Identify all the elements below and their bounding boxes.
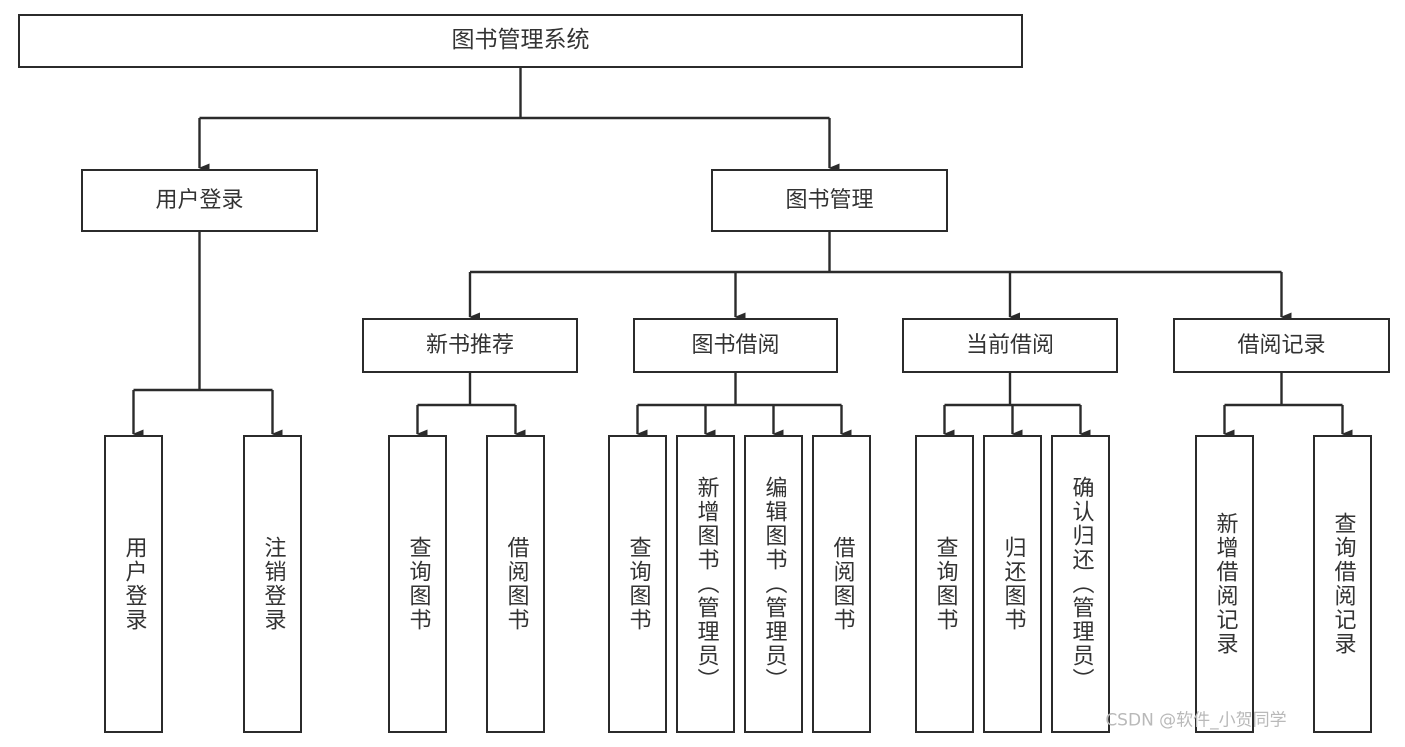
node-leaf-add-record[interactable]: 新增借阅记录 xyxy=(1195,435,1254,733)
node-root[interactable]: 图书管理系统 xyxy=(18,14,1023,68)
node-leaf-query-record[interactable]: 查询借阅记录 xyxy=(1313,435,1372,733)
node-label-leaf-add-book: 新增图书（管理员） xyxy=(693,476,719,692)
node-label-leaf-query-book-2: 查询图书 xyxy=(625,536,651,632)
node-label-leaf-query-book-3: 查询图书 xyxy=(932,536,958,632)
node-book-manage[interactable]: 图书管理 xyxy=(711,169,948,232)
node-label-leaf-return-book: 归还图书 xyxy=(1000,536,1026,632)
node-label-new-book-rec: 新书推荐 xyxy=(425,332,514,358)
node-label-book-manage: 图书管理 xyxy=(785,187,874,213)
node-leaf-return-book[interactable]: 归还图书 xyxy=(983,435,1042,733)
node-label-leaf-query-book-1: 查询图书 xyxy=(405,536,431,632)
node-label-leaf-query-record: 查询借阅记录 xyxy=(1330,512,1356,656)
edge-group xyxy=(132,68,1353,439)
node-label-leaf-edit-book: 编辑图书（管理员） xyxy=(761,476,787,692)
node-label-leaf-borrow-book-1: 借阅图书 xyxy=(503,536,529,632)
node-label-leaf-add-record: 新增借阅记录 xyxy=(1212,512,1238,656)
node-label-user-login: 用户登录 xyxy=(155,187,244,213)
node-leaf-query-book-3[interactable]: 查询图书 xyxy=(915,435,974,733)
node-user-login[interactable]: 用户登录 xyxy=(81,169,318,232)
node-leaf-edit-book[interactable]: 编辑图书（管理员） xyxy=(744,435,803,733)
node-label-leaf-confirm-return: 确认归还（管理员） xyxy=(1068,476,1094,692)
node-new-book-rec[interactable]: 新书推荐 xyxy=(362,318,578,373)
node-borrow-record[interactable]: 借阅记录 xyxy=(1173,318,1390,373)
node-book-borrow[interactable]: 图书借阅 xyxy=(633,318,838,373)
node-leaf-borrow-book-1[interactable]: 借阅图书 xyxy=(486,435,545,733)
node-leaf-add-book[interactable]: 新增图书（管理员） xyxy=(676,435,735,733)
node-label-leaf-borrow-book-2: 借阅图书 xyxy=(829,536,855,632)
node-label-leaf-user-logout: 注销登录 xyxy=(260,536,286,632)
node-leaf-borrow-book-2[interactable]: 借阅图书 xyxy=(812,435,871,733)
node-label-borrow-record: 借阅记录 xyxy=(1237,332,1326,358)
node-leaf-query-book-2[interactable]: 查询图书 xyxy=(608,435,667,733)
node-current-borrow[interactable]: 当前借阅 xyxy=(902,318,1118,373)
node-label-book-borrow: 图书借阅 xyxy=(691,332,780,358)
node-label-leaf-user-login: 用户登录 xyxy=(121,536,147,632)
node-leaf-user-login[interactable]: 用户登录 xyxy=(104,435,163,733)
node-label-current-borrow: 当前借阅 xyxy=(965,332,1054,358)
node-leaf-query-book-1[interactable]: 查询图书 xyxy=(388,435,447,733)
node-leaf-user-logout[interactable]: 注销登录 xyxy=(243,435,302,733)
node-label-root: 图书管理系统 xyxy=(451,27,590,54)
node-leaf-confirm-return[interactable]: 确认归还（管理员） xyxy=(1051,435,1110,733)
